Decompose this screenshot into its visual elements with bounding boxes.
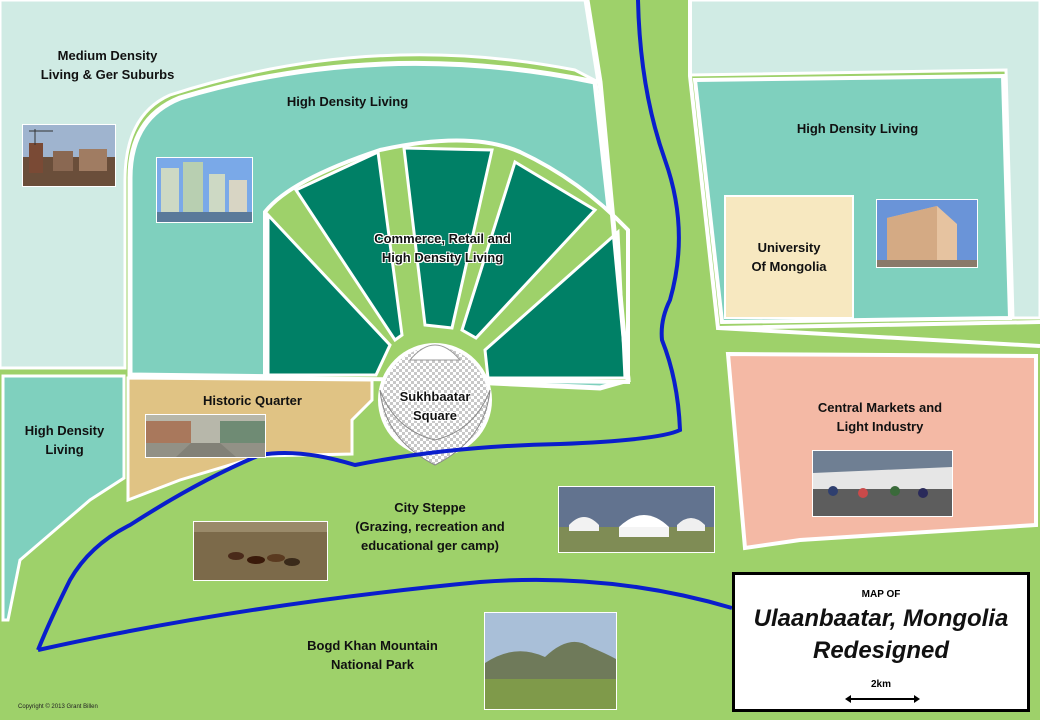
commerce-wedge	[460, 159, 598, 340]
title-line-1: Ulaanbaatar, Mongolia	[753, 605, 1009, 632]
east-apartment-photo	[876, 199, 978, 268]
road	[717, 326, 1040, 348]
map-title-box: MAP OF Ulaanbaatar, Mongolia Redesigned …	[732, 572, 1030, 712]
road	[688, 0, 1040, 331]
market-photo	[812, 450, 953, 517]
scale-label: 2km	[870, 679, 891, 690]
scale-bar	[845, 695, 920, 703]
mountain-photo	[484, 612, 617, 710]
horses-photo	[193, 521, 328, 581]
high-density-east-label: High Density Living	[796, 121, 919, 136]
title-prefix: MAP OF	[861, 589, 901, 600]
road	[584, 0, 631, 381]
copyright-text: Copyright © 2013 Grant Billen	[18, 704, 98, 710]
commerce-wedge	[402, 146, 494, 330]
historic-street-photo	[145, 414, 266, 458]
title-line-2: Redesigned	[812, 637, 950, 664]
construction-photo	[22, 124, 116, 187]
high-density-center-label: High Density Living	[286, 94, 409, 109]
river	[37, 577, 733, 652]
apartments-photo	[156, 157, 253, 223]
medium-density-zone	[0, 0, 600, 370]
historic-quarter-label: Historic Quarter	[203, 393, 302, 408]
river	[36, 0, 683, 651]
ger-camp-photo	[558, 486, 715, 553]
university-zone	[724, 195, 854, 319]
commerce-wedge	[266, 211, 392, 377]
commerce-wedge	[293, 149, 404, 343]
sukhbaatar-checker	[379, 344, 491, 466]
high-density-zone-west	[1, 374, 126, 622]
